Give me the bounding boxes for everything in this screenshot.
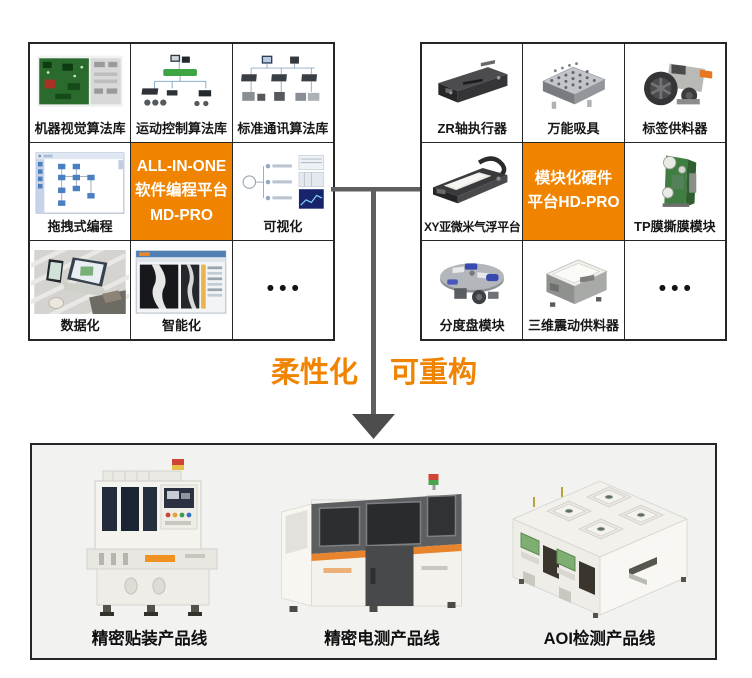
machine-vision-icon [31, 47, 129, 122]
xy-air-stage-icon [423, 146, 521, 222]
cell-label: 数据化 [60, 317, 100, 333]
cell-modular-hardware-platform: 模块化硬件 平台HD-PRO [523, 142, 624, 241]
mounting-machine-image [86, 459, 217, 616]
cell-label: 万能吸具 [547, 120, 600, 136]
standard-comm-icon [234, 47, 332, 122]
intelligence-icon [132, 244, 230, 319]
universal-gripper-icon [524, 47, 622, 122]
cell-label-feeder: 标签供料器 [624, 44, 725, 142]
drag-programming-icon [31, 146, 129, 221]
product-lines-panel: 精密贴装产品线 精密电测产品线 [30, 443, 717, 660]
cell-label: TP膜撕膜模块 [634, 219, 716, 235]
cell-more-hardware: ••• [624, 241, 725, 339]
cell-xy-air-stage: XY亚微米气浮平台 [422, 142, 523, 241]
cell-universal-gripper: 万能吸具 [523, 44, 624, 142]
software-platform-grid: 机器视觉算法库 [28, 42, 335, 341]
cell-label: 智能化 [161, 317, 201, 333]
flexible-label: 柔性化 [270, 357, 358, 389]
cell-allinone-software-platform: ALL-IN-ONE 软件编程平台 MD-PRO [131, 142, 232, 241]
cell-zr-actuator: ZR轴执行器 [422, 44, 523, 142]
motion-control-icon [132, 47, 230, 122]
cell-label: 标签供料器 [642, 120, 708, 136]
ellipsis-icon: ••• [658, 276, 696, 300]
product-line-aoi: AOI检测产品线 [487, 445, 712, 658]
platform-title-line: ALL-IN-ONE [136, 158, 227, 176]
product-line-label: 精密电测产品线 [324, 630, 440, 648]
label-feeder-icon [626, 47, 724, 122]
hardware-platform-grid: ZR轴执行器 [420, 42, 727, 341]
platform-title-line: 平台HD-PRO [527, 194, 620, 212]
cell-drag-programming: 拖拽式编程 [30, 142, 131, 241]
platform-title-line: 软件编程平台 [134, 182, 228, 200]
cell-label: 机器视觉算法库 [34, 120, 126, 136]
product-line-label: 精密贴装产品线 [91, 630, 208, 648]
product-line-testing: 精密电测产品线 [257, 445, 507, 658]
cell-tp-film-module: TP膜撕膜模块 [624, 142, 725, 241]
cell-visualization: 可视化 [232, 142, 333, 241]
cell-label: 运动控制算法库 [135, 120, 227, 136]
cell-more-software: ••• [232, 241, 333, 339]
cell-label: 可视化 [263, 219, 303, 235]
data-photo-icon [31, 244, 130, 319]
testing-machine-image [281, 474, 462, 612]
product-line-label: AOI检测产品线 [543, 630, 656, 648]
indexing-table-icon [423, 244, 521, 319]
cell-label: 拖拽式编程 [47, 219, 113, 235]
platform-title-line: MD-PRO [150, 206, 213, 224]
cell-label: 分度盘模块 [439, 317, 505, 333]
cell-vibration-feeder: 三维震动供料器 [523, 241, 624, 339]
cell-label: 三维震动供料器 [527, 317, 619, 333]
platform-title-line: 模块化硬件 [534, 170, 613, 188]
reconfigurable-label: 可重构 [390, 357, 478, 389]
tp-film-module-icon [626, 146, 724, 221]
cell-label: ZR轴执行器 [437, 120, 507, 136]
cell-standard-comm: 标准通讯算法库 [232, 44, 333, 142]
aoi-machine-image [511, 480, 688, 618]
zr-actuator-icon [423, 47, 521, 122]
cell-label: 标准通讯算法库 [237, 120, 329, 136]
ellipsis-icon: ••• [266, 276, 304, 300]
visualization-icon [234, 146, 332, 221]
cell-machine-vision: 机器视觉算法库 [30, 44, 131, 142]
cell-data: 数据化 [30, 241, 131, 339]
cell-label: XY亚微米气浮平台 [423, 220, 521, 235]
product-line-mounting: 精密贴装产品线 [42, 445, 257, 658]
cell-motion-control: 运动控制算法库 [131, 44, 232, 142]
vibration-feeder-icon [524, 244, 622, 319]
cell-indexing-table: 分度盘模块 [422, 241, 523, 339]
cell-intelligence: 智能化 [131, 241, 232, 339]
